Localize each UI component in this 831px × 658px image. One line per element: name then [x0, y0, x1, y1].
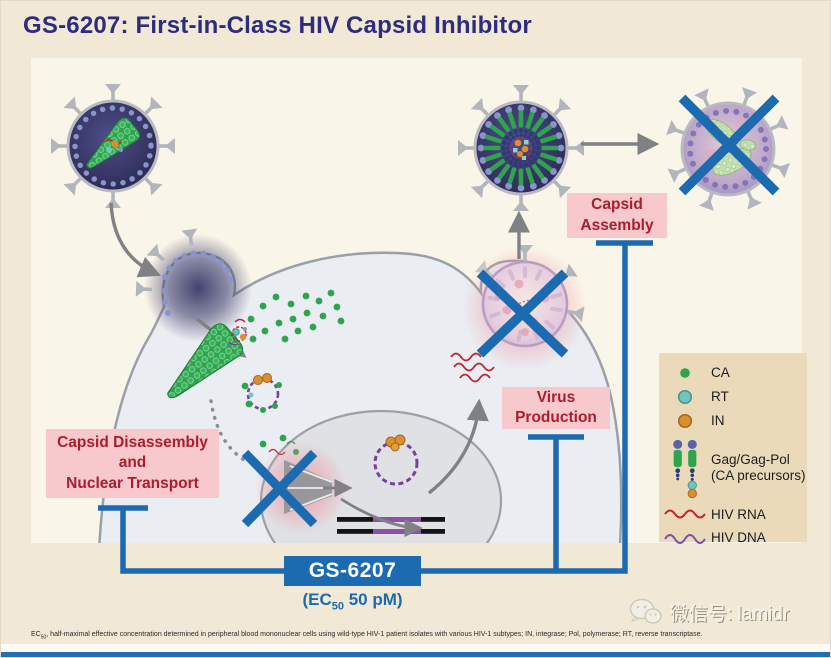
rtc-complex — [228, 318, 247, 346]
page-title: GS-6207: First-in-Class HIV Capsid Inhib… — [23, 12, 532, 39]
rt-dot-icon — [659, 389, 711, 405]
legend-label: RT — [711, 388, 729, 404]
legend-box: CA RT IN — [659, 353, 807, 545]
virus-fusion-site — [144, 234, 252, 342]
label-capsid-assembly: Capsid Assembly — [567, 193, 667, 238]
legend-row-ca: CA — [659, 365, 807, 381]
transcription-arrow — [427, 398, 489, 495]
ec50-sub: 50 — [331, 600, 344, 613]
footnote-pre: EC — [31, 631, 41, 638]
legend-label: HIV RNA — [711, 506, 766, 522]
integrated-provirus — [337, 517, 445, 534]
label-line: Nuclear Transport — [66, 474, 199, 492]
legend-label-line: Gag/Gag-Pol — [711, 452, 790, 467]
legend-label: Gag/Gag-Pol (CA precursors) — [711, 452, 806, 483]
label-line: Capsid Disassembly — [57, 433, 208, 451]
block-x-nuclear-transport — [241, 449, 318, 528]
legend-row-rt: RT — [659, 389, 807, 405]
attachment-arrow — [109, 202, 162, 278]
nuclear-dna-circle — [373, 434, 419, 486]
watermark: 微信号: lamidr — [629, 597, 789, 627]
in-dot-icon — [659, 413, 711, 429]
ec50-text: (EC50 50 pM) — [259, 590, 446, 612]
legend-label: HIV DNA — [711, 530, 766, 546]
legend-row-rna: HIV RNA — [659, 507, 807, 523]
integration-arrow — [340, 497, 423, 538]
ca-dot-icon — [659, 367, 711, 379]
legend-label: IN — [711, 412, 725, 428]
gag-gagpol-icon — [659, 437, 711, 499]
capsid-cone — [167, 323, 244, 399]
hiv-rna-icon — [659, 508, 711, 520]
footnote-sub: 50 — [40, 634, 47, 641]
legend-label: CA — [711, 365, 730, 380]
label-line: Capsid — [591, 196, 643, 214]
label-line: Production — [515, 409, 597, 426]
immature-virion — [458, 85, 584, 211]
pre-integration-complex — [241, 373, 282, 413]
hiv-dna-icon — [659, 532, 711, 544]
transport-trail — [209, 399, 249, 464]
label-line: Assembly — [580, 216, 654, 234]
label-line: Virus — [536, 388, 576, 406]
wechat-icon — [629, 598, 662, 624]
label-line: and — [118, 454, 147, 472]
legend-row-in: IN — [659, 413, 807, 429]
viral-rna — [450, 352, 495, 383]
footnote-post: , half-maximal effective concentration d… — [46, 631, 703, 638]
drug-name-box: GS-6207 — [284, 556, 421, 586]
legend-row-dna: HIV DNA — [659, 530, 807, 546]
footnote: EC50, half-maximal effective concentrati… — [31, 631, 809, 640]
block-x-virus-production — [476, 269, 569, 358]
label-capsid-disassembly: Capsid Disassembly and Nuclear Transport — [46, 429, 219, 498]
footer-white-strip — [1, 644, 830, 652]
legend-row-gag: Gag/Gag-Pol (CA precursors) — [659, 437, 807, 499]
ec50-post: 50 pM) — [343, 590, 403, 609]
footer-blue-bar — [1, 652, 830, 657]
watermark-text: 微信号: lamidr — [670, 603, 790, 625]
mature-virion — [51, 84, 175, 208]
ec50-pre: (EC — [302, 590, 332, 609]
label-virus-production: Virus Production — [502, 387, 610, 429]
legend-label-line: (CA precursors) — [711, 467, 806, 483]
block-x-capsid-assembly — [678, 94, 780, 196]
free-ca-dots — [247, 289, 345, 343]
